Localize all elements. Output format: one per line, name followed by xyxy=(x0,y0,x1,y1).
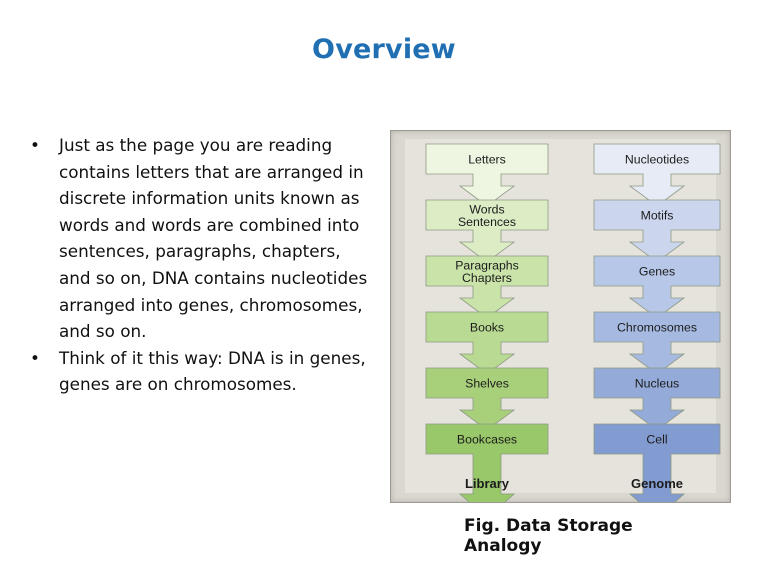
left-label: Books xyxy=(470,321,504,335)
right-arrow-1 xyxy=(593,143,721,207)
left-label: Letters xyxy=(468,153,506,167)
bullet-list: • Just as the page you are reading contai… xyxy=(30,132,370,398)
bullet-item: • Just as the page you are reading contai… xyxy=(30,132,370,345)
right-bottom-label: Genome xyxy=(631,476,683,491)
left-arrow-2 xyxy=(425,199,549,263)
right-arrow-6 xyxy=(593,423,721,502)
right-label: Nucleotides xyxy=(625,153,689,167)
bullet-item: • Think of it this way: DNA is in genes, … xyxy=(30,345,370,398)
left-label: Words xyxy=(469,202,504,216)
left-arrow-3 xyxy=(425,255,549,319)
right-label: Genes xyxy=(639,265,675,279)
right-label: Nucleus xyxy=(635,377,679,391)
left-label: Bookcases xyxy=(457,433,517,447)
left-arrow-column: LettersWordsSentencesParagraphsChaptersB… xyxy=(425,143,549,502)
left-label: Chapters xyxy=(462,271,512,285)
right-arrow-2 xyxy=(593,199,721,263)
right-arrow-4 xyxy=(593,311,721,375)
bullet-text: Just as the page you are reading contain… xyxy=(59,135,368,342)
bullet-marker: • xyxy=(30,347,40,368)
left-label: Paragraphs xyxy=(455,258,519,272)
left-arrow-6 xyxy=(425,423,549,502)
left-label: Sentences xyxy=(458,215,516,229)
left-arrow-4 xyxy=(425,311,549,375)
right-arrow-5 xyxy=(593,367,721,431)
left-arrow-5 xyxy=(425,367,549,431)
right-arrow-3 xyxy=(593,255,721,319)
bullet-text: Think of it this way: DNA is in genes, g… xyxy=(59,347,366,395)
left-arrow-1 xyxy=(425,143,549,207)
right-label: Motifs xyxy=(641,209,674,223)
right-label: Cell xyxy=(646,433,667,447)
analogy-diagram: LettersWordsSentencesParagraphsChaptersB… xyxy=(405,139,721,502)
right-arrow-column: NucleotidesMotifsGenesChromosomesNucleus… xyxy=(593,143,721,502)
figure-caption: Fig. Data Storage Analogy xyxy=(464,516,633,556)
left-label: Shelves xyxy=(465,377,509,391)
left-bottom-label: Library xyxy=(465,476,510,491)
right-label: Chromosomes xyxy=(617,321,697,335)
slide-title: Overview xyxy=(312,34,456,65)
bullet-marker: • xyxy=(30,135,40,155)
